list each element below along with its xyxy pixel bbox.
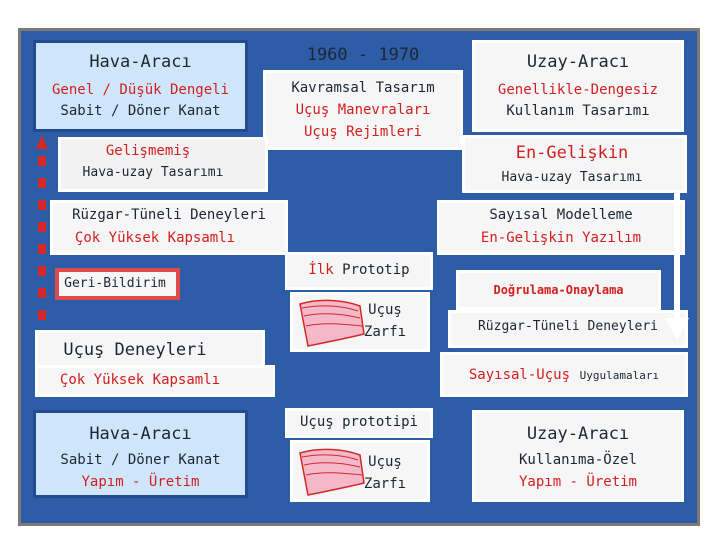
era-title: 1960 - 1970 [306, 45, 420, 65]
feedback-dash [38, 200, 46, 210]
feedback-box [55, 268, 180, 300]
first-prototype-label-prototip: Prototip [342, 262, 410, 278]
era-box [263, 70, 463, 150]
wind-tunnel-box [50, 200, 288, 255]
first-prototype-label: İlk Prototip [285, 262, 433, 278]
aircraft-box-top [33, 40, 248, 132]
aircraft-bottom-title: Hava-Aracı [89, 424, 192, 444]
feedback-dash [38, 244, 46, 254]
flight-prototype-label: Uçuş prototipi [299, 414, 418, 430]
spacecraft-top-line1: Genellikle-Dengesiz [497, 82, 659, 98]
aircraft-top-title: Hava-Aracı [89, 52, 192, 72]
feedback-dash [38, 310, 46, 320]
flight-tests-sub: Çok Yüksek Kapsamlı [59, 372, 221, 388]
feedback-dash [38, 156, 46, 166]
numerical-box [437, 200, 685, 255]
era-line2: Uçuş Manevraları [295, 102, 431, 118]
numerical-sub: En-Gelişkin Yazılım [480, 230, 642, 246]
feedback-arrow [36, 135, 48, 345]
spacecraft-bottom-title: Uzay-Aracı [526, 424, 630, 444]
flight-tests-title: Uçuş Deneyleri [63, 340, 207, 360]
feedback-dash [38, 222, 46, 232]
flight-envelope-1b: Zarfı [363, 324, 407, 340]
numerical-flight-small: Uygulamaları [579, 369, 660, 382]
spacecraft-top-line2: Kullanım Tasarımı [506, 103, 650, 119]
era-line1: Kavramsal Tasarım [291, 80, 435, 96]
aircraft-bottom-line2: Yapım - Üretim [81, 474, 200, 490]
feedback-dash [38, 266, 46, 276]
spacecraft-bottom-line2: Yapım - Üretim [518, 474, 637, 490]
flight-envelope-2a: Uçuş [368, 454, 402, 470]
flight-envelope-1a: Uçuş [368, 302, 402, 318]
wind-tunnel-sub: Çok Yüksek Kapsamlı [74, 230, 236, 246]
wind-tunnel-right-label: Rüzgar-Tüneli Deneyleri [477, 319, 658, 334]
spacecraft-bottom-line1: Kullanıma-Özel [518, 452, 637, 468]
right-down-arrow [665, 190, 689, 340]
undeveloped-title: Gelişmemiş [105, 143, 191, 159]
numerical-flight-big: Sayısal-Uçuş [468, 367, 571, 383]
flight-envelope-ribbon-icon [299, 299, 365, 347]
wind-tunnel-title: Rüzgar-Tüneli Deneyleri [72, 207, 266, 223]
advanced-title: En-Gelişkin [515, 143, 629, 163]
flight-envelope-ribbon-icon-2 [299, 448, 365, 496]
undeveloped-box [58, 137, 268, 192]
numerical-title: Sayısal Modelleme [489, 207, 633, 223]
aircraft-top-line2: Sabit / Döner Kanat [60, 103, 221, 119]
advanced-sub: Hava-uzay Tasarımı [501, 170, 643, 185]
aircraft-top-line1: Genel / Düşük Dengeli [51, 82, 229, 98]
spacecraft-top-title: Uzay-Aracı [526, 52, 630, 72]
flight-envelope-2b: Zarfı [363, 476, 407, 492]
feedback-label: Geri-Bildirim [64, 276, 166, 291]
first-prototype-label-ilk: İlk [308, 262, 334, 278]
aircraft-box-bottom [33, 410, 248, 498]
spacecraft-box-top [472, 40, 684, 132]
aircraft-bottom-line1: Sabit / Döner Kanat [60, 452, 221, 468]
feedback-dash [38, 178, 46, 188]
verification-label: Doğrulama-Onaylama [493, 283, 624, 297]
verification-box [456, 270, 661, 310]
advanced-box [462, 135, 687, 193]
numerical-flight-box [440, 352, 688, 397]
undeveloped-sub: Hava-uzay Tasarımı [82, 165, 224, 180]
first-prototype-box [285, 252, 433, 290]
flight-prototype-box [285, 408, 433, 438]
era-line3: Uçuş Rejimleri [303, 124, 422, 140]
numerical-flight-label: Sayısal-Uçuş Uygulamaları [440, 364, 688, 383]
feedback-dash [38, 288, 46, 298]
flight-tests-sub-box [35, 365, 275, 397]
spacecraft-box-bottom [472, 410, 684, 502]
wind-tunnel-right-box [448, 310, 688, 348]
